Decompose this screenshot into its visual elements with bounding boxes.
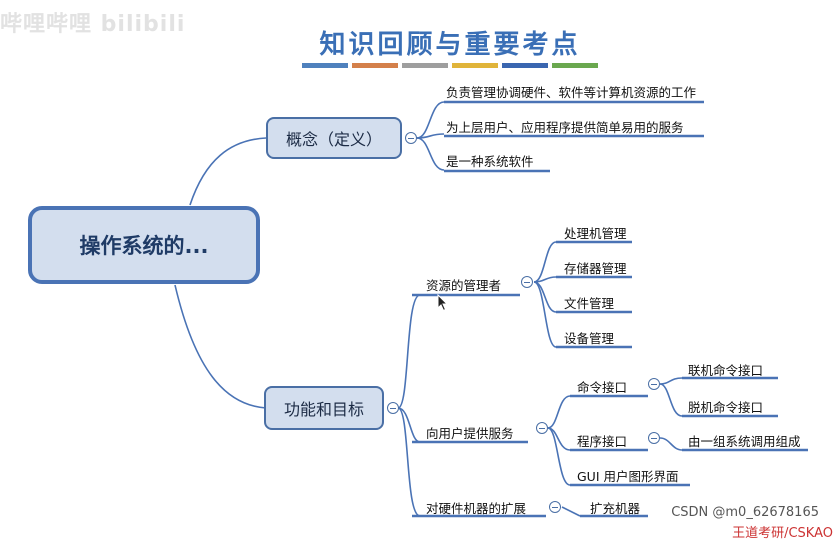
function-node[interactable]: 功能和目标 bbox=[264, 386, 384, 430]
service-collapse-button[interactable] bbox=[536, 422, 548, 434]
extension-collapse-button[interactable] bbox=[549, 501, 561, 513]
extension-item-machine: 扩充机器 bbox=[590, 501, 641, 516]
resource-manager-label: 资源的管理者 bbox=[426, 278, 502, 293]
program-collapse-button[interactable] bbox=[648, 432, 660, 444]
service-label: 向用户提供服务 bbox=[426, 426, 514, 441]
edge-extension-machine bbox=[561, 506, 581, 517]
bilibili-watermark: 哔哩哔哩 bilibili bbox=[0, 12, 186, 37]
title-bar-segment bbox=[552, 63, 598, 68]
mouse-cursor-icon bbox=[437, 294, 449, 312]
edge-root-concept bbox=[189, 137, 267, 206]
title-bar-segment bbox=[352, 63, 398, 68]
edge-root-function bbox=[174, 284, 267, 409]
function-collapse-button[interactable] bbox=[387, 402, 399, 414]
online-command-interface: 联机命令接口 bbox=[688, 363, 764, 378]
edge-function-resource bbox=[397, 294, 421, 409]
root-node[interactable]: 操作系统的... bbox=[28, 206, 260, 284]
title-bar-segment bbox=[402, 63, 448, 68]
title-bar-segment bbox=[452, 63, 498, 68]
edge-concept-item3 bbox=[416, 137, 445, 171]
title-bar-segment bbox=[502, 63, 548, 68]
edge-program-syscall bbox=[659, 437, 683, 451]
concept-item-1: 负责管理协调硬件、软件等计算机资源的工作 bbox=[446, 85, 697, 100]
syscall-item: 由一组系统调用组成 bbox=[688, 434, 801, 449]
page-title: 知识回顾与重要考点 bbox=[319, 30, 581, 60]
resource-item-memory: 存储器管理 bbox=[564, 261, 627, 276]
offline-command-interface: 脱机命令接口 bbox=[688, 400, 764, 415]
resource-collapse-button[interactable] bbox=[521, 276, 533, 288]
command-collapse-button[interactable] bbox=[648, 378, 660, 390]
gui-item: GUI 用户图形界面 bbox=[577, 469, 679, 484]
resource-item-device: 设备管理 bbox=[564, 331, 615, 346]
edge-function-extension bbox=[397, 407, 421, 517]
edge-resource-cpu bbox=[533, 241, 557, 283]
concept-item-2: 为上层用户、应用程序提供简单易用的服务 bbox=[446, 120, 684, 135]
resource-item-file: 文件管理 bbox=[564, 296, 615, 311]
edge-concept-item1 bbox=[416, 101, 445, 139]
csdn-watermark: CSDN @m0_62678165 bbox=[671, 505, 819, 520]
edge-command-online bbox=[659, 377, 683, 385]
command-interface-label: 命令接口 bbox=[577, 380, 628, 395]
resource-item-cpu: 处理机管理 bbox=[564, 226, 627, 241]
extension-label: 对硬件机器的扩展 bbox=[426, 501, 527, 516]
title-bar-segment bbox=[302, 63, 348, 68]
edge-service-command bbox=[547, 395, 571, 429]
concept-node[interactable]: 概念（定义） bbox=[266, 117, 402, 159]
edge-command-offline bbox=[659, 383, 683, 417]
program-interface-label: 程序接口 bbox=[577, 434, 628, 449]
edge-resource-dev bbox=[533, 281, 557, 348]
edge-service-gui bbox=[547, 427, 571, 486]
edge-resource-file bbox=[533, 281, 557, 313]
concept-collapse-button[interactable] bbox=[405, 132, 417, 144]
concept-item-3: 是一种系统软件 bbox=[446, 154, 534, 169]
